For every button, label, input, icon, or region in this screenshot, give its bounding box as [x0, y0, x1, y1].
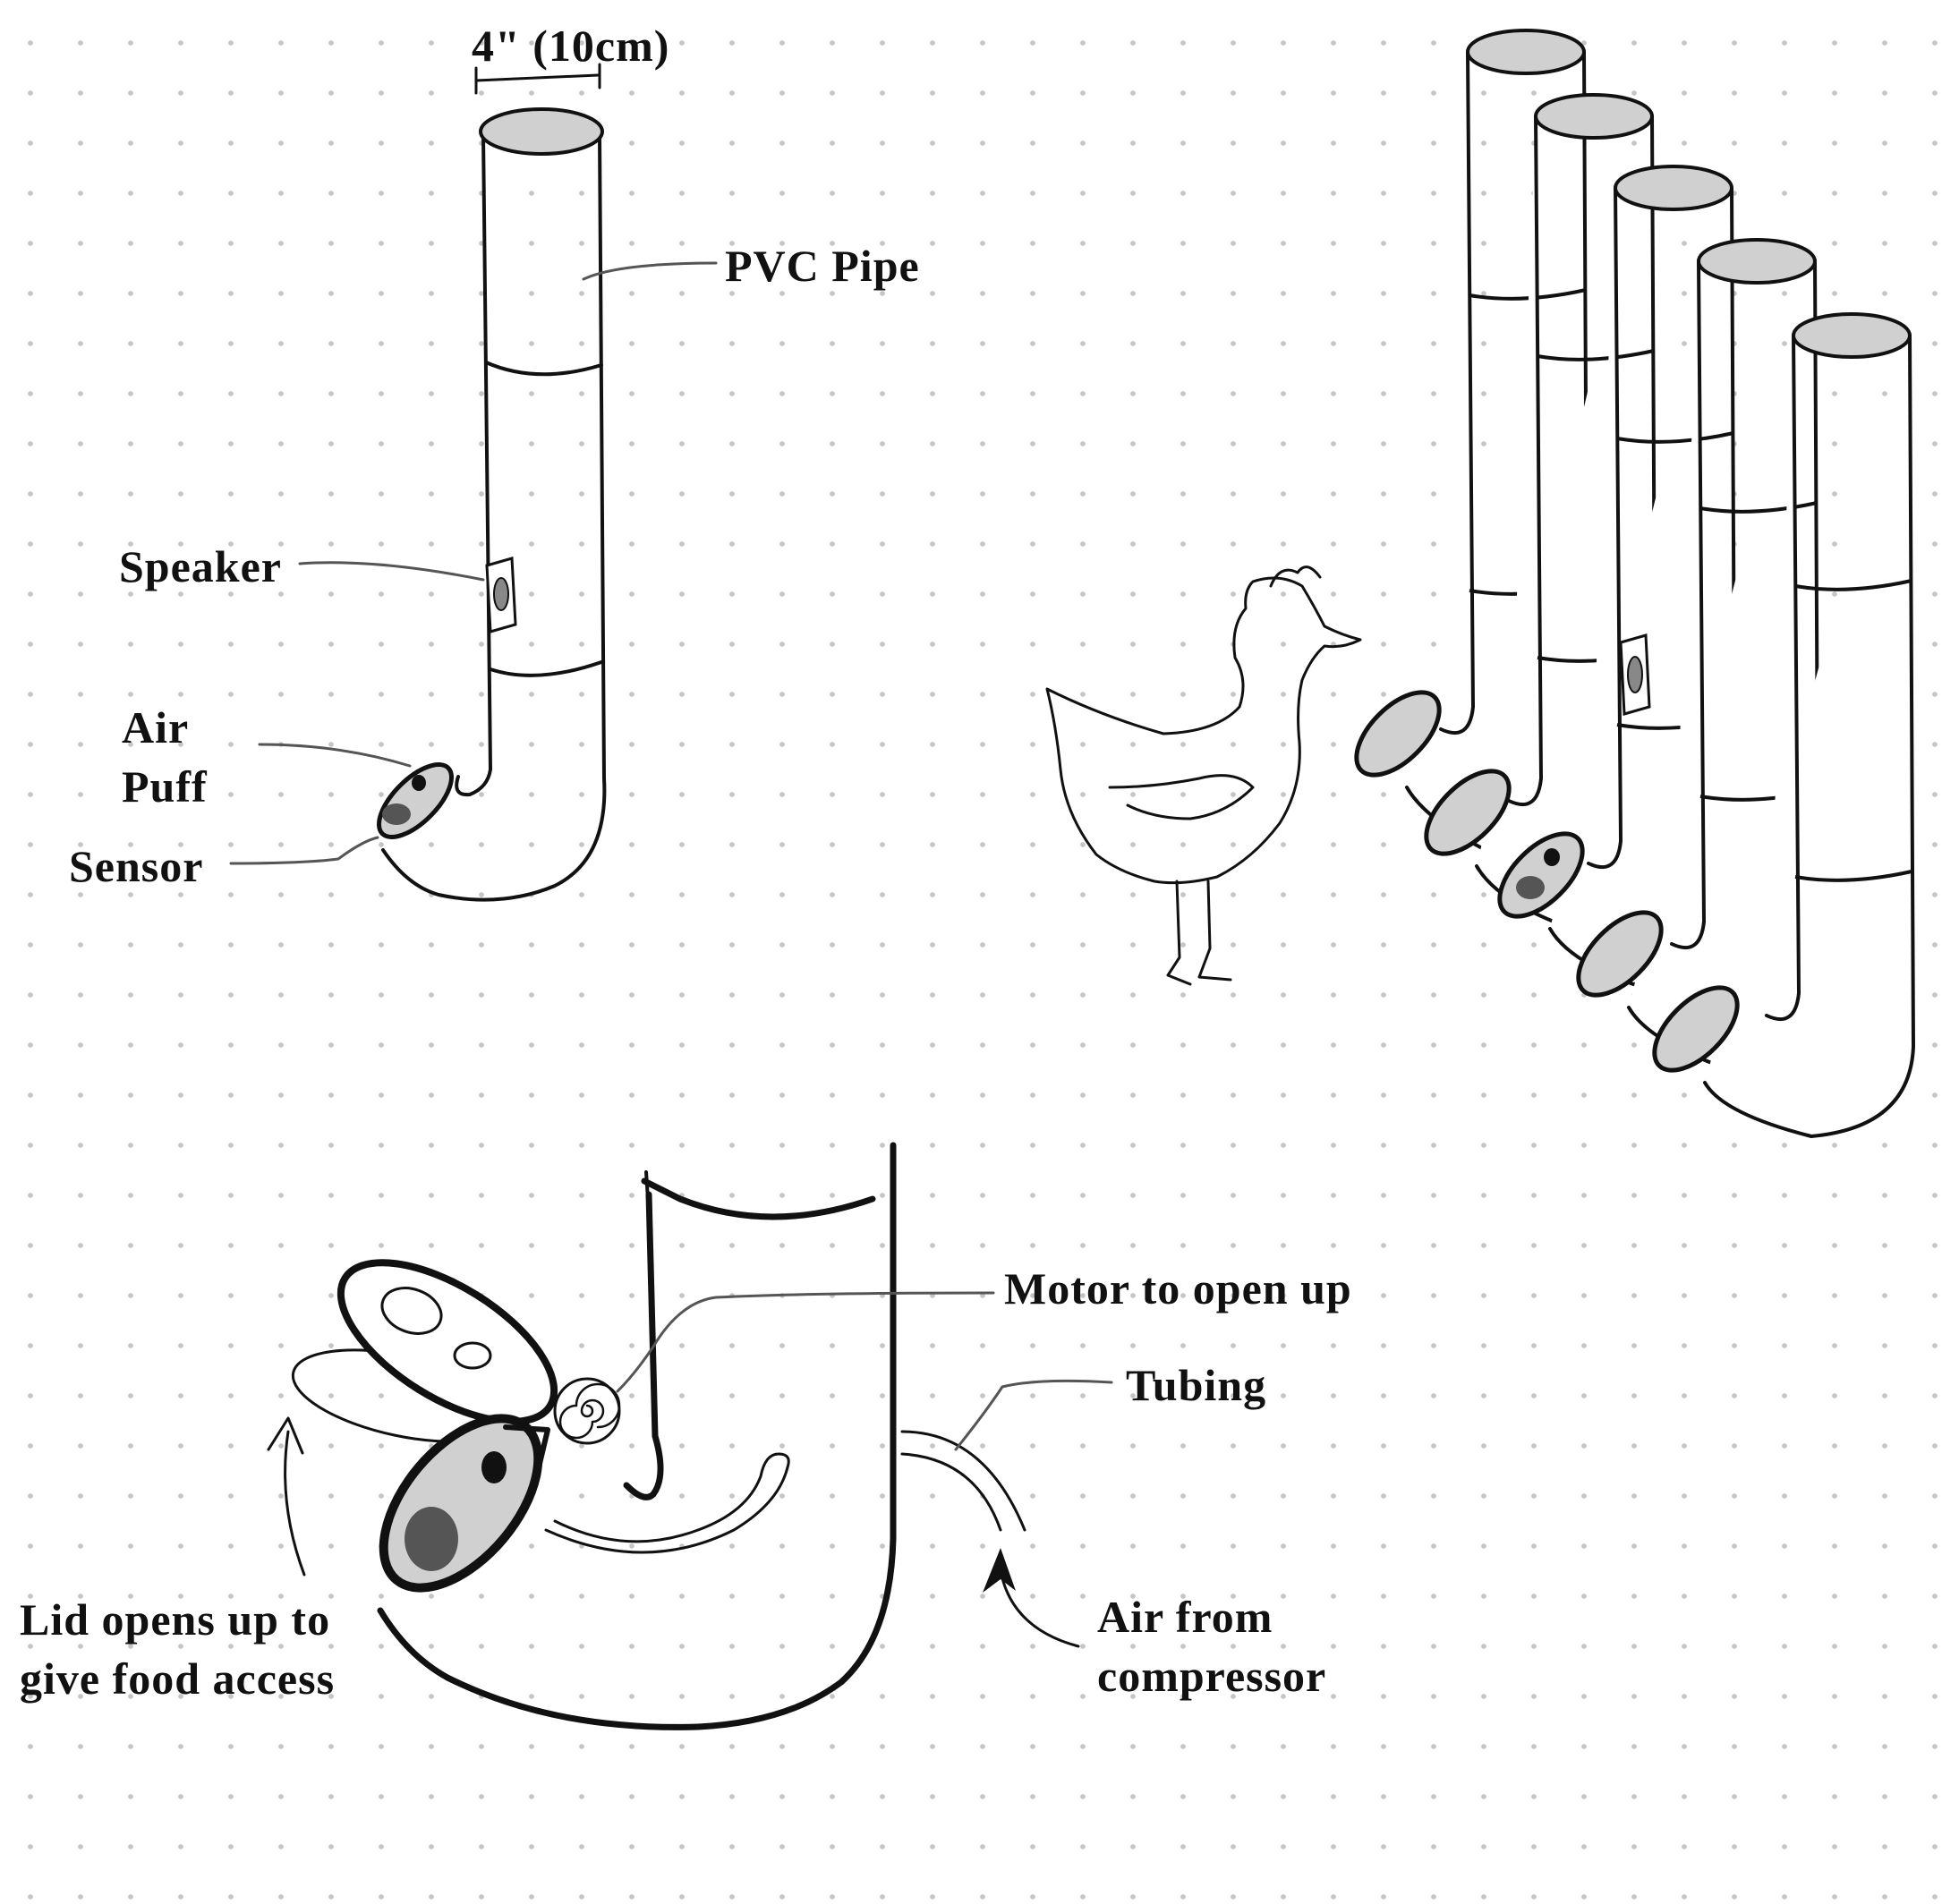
pipe-joint [1616, 431, 1734, 444]
detail-illustration [267, 1142, 1113, 1730]
air-flow-arrow [983, 1548, 1080, 1648]
pipe-joint [1794, 579, 1912, 591]
pipe-top-opening [1534, 93, 1654, 140]
labels: 4" (10cm) PVC Pipe Speaker Air Puff Sens… [20, 21, 1352, 1704]
pipe-side-opening [1354, 690, 1442, 778]
air-puff-sensor-opening [377, 762, 454, 839]
pipe-joint [1794, 870, 1912, 882]
width-label: 4" (10cm) [472, 21, 669, 71]
compressor-label: compressor [1097, 1651, 1326, 1701]
pipe-side-opening [1424, 769, 1512, 856]
air-label: Air [122, 702, 189, 752]
motor-label: Motor to open up [1004, 1263, 1352, 1313]
closed-lid-opening [379, 1414, 550, 1593]
speaker-label: Speaker [119, 541, 282, 591]
pipe-side-opening [1576, 910, 1664, 998]
lid-label-line1: Lid opens up to [20, 1594, 330, 1645]
pvc-pipe-label: PVC Pipe [725, 241, 920, 291]
lid-open-arrow [267, 1416, 306, 1577]
pipe-top-opening [1697, 238, 1817, 285]
speaker-cone [1627, 656, 1643, 693]
pipe-top-opening [1792, 312, 1912, 359]
puff-label: Puff [122, 761, 208, 812]
single-pipe-illustration [229, 63, 718, 902]
pipe-top-opening [479, 107, 604, 156]
tubing-label: Tubing [1126, 1360, 1266, 1410]
sensor-dot-icon [1544, 848, 1560, 866]
sensor-label: Sensor [69, 841, 203, 891]
lid-label-line2: give food access [20, 1653, 335, 1704]
pipe-top-opening [1614, 165, 1733, 211]
air-puff-hole-icon [1516, 876, 1545, 899]
pipe-side-opening [1652, 985, 1740, 1073]
five-pipe-array-illustration [1354, 29, 1916, 1139]
pipe-5 [1652, 312, 1916, 1139]
open-lid [336, 1259, 558, 1425]
pipe-joint [1699, 501, 1818, 514]
chicken-illustration [1045, 565, 1362, 986]
motor-icon [553, 1377, 621, 1445]
pipe-joint [1537, 349, 1655, 361]
pipe-top-opening [1466, 29, 1586, 75]
air-from-label: Air from [1097, 1592, 1273, 1642]
width-dimension [474, 63, 601, 95]
pipe-body [1703, 334, 1916, 1139]
speaker-icon [485, 557, 517, 633]
pipe-joint [1469, 288, 1587, 301]
